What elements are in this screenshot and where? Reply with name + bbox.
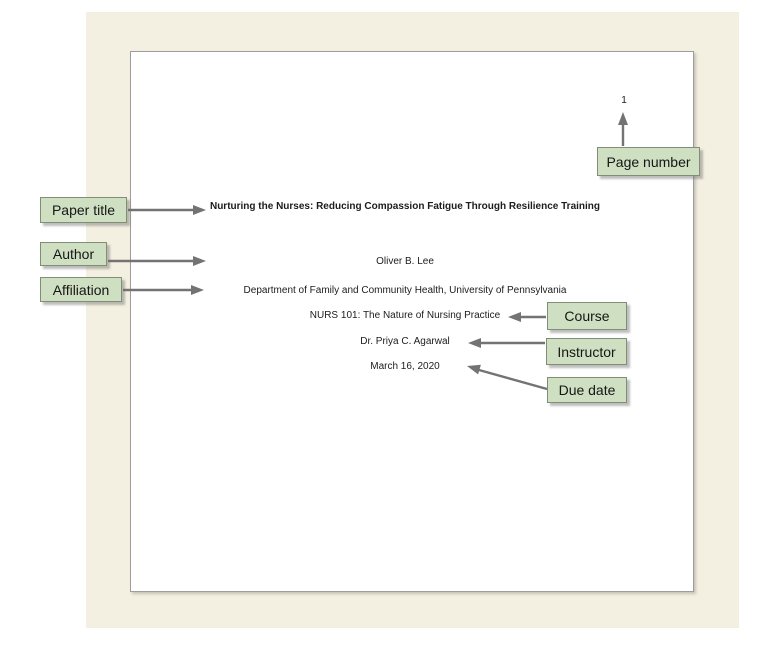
due-date-text: March 16, 2020 bbox=[370, 361, 440, 372]
course-text: NURS 101: The Nature of Nursing Practice bbox=[309, 310, 501, 321]
callout-page-number: Page number bbox=[597, 147, 700, 176]
author-text: Oliver B. Lee bbox=[376, 256, 434, 267]
callout-paper-title-label: Paper title bbox=[51, 202, 116, 218]
callout-due-date: Due date bbox=[547, 377, 627, 403]
callout-due-date-label: Due date bbox=[558, 382, 616, 398]
paper-title-text: Nurturing the Nurses: Reducing Compassio… bbox=[209, 201, 601, 212]
callout-instructor: Instructor bbox=[546, 338, 627, 365]
callout-paper-title: Paper title bbox=[40, 197, 127, 223]
callout-author-label: Author bbox=[52, 246, 95, 262]
callout-course-label: Course bbox=[564, 308, 610, 324]
affiliation-text: Department of Family and Community Healt… bbox=[243, 285, 567, 296]
callout-instructor-label: Instructor bbox=[557, 343, 616, 360]
callout-course: Course bbox=[547, 302, 627, 330]
page-number-value: 1 bbox=[621, 95, 627, 106]
callout-affiliation-label: Affiliation bbox=[52, 281, 110, 298]
instructor-text: Dr. Priya C. Agarwal bbox=[360, 336, 450, 347]
callout-affiliation: Affiliation bbox=[40, 277, 122, 302]
callout-page-number-label: Page number bbox=[606, 153, 691, 170]
callout-author: Author bbox=[40, 242, 107, 266]
